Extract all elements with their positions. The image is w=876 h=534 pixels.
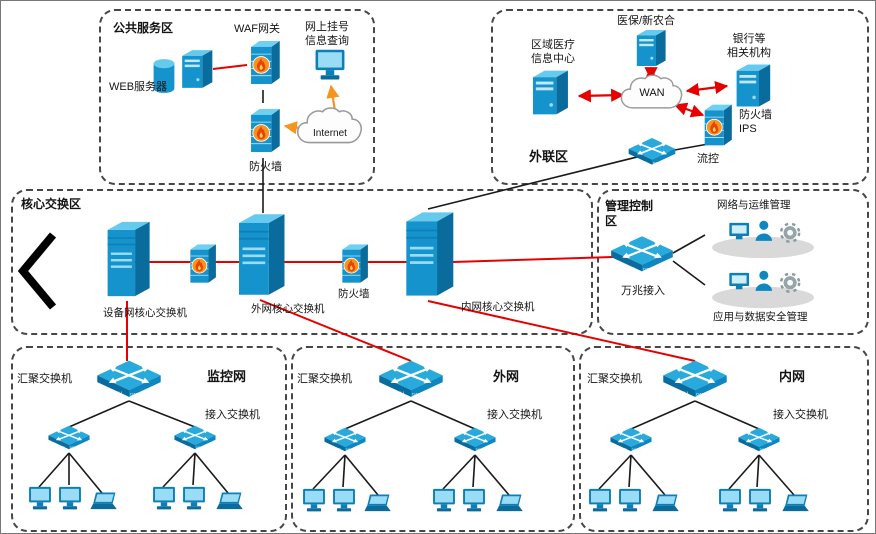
- pc-icon: [747, 487, 773, 514]
- flow-control-switch-icon: [627, 137, 677, 169]
- laptop-icon: [781, 493, 813, 514]
- monitor-access-switch-1-icon: [47, 425, 91, 453]
- mgmt-access-switch-icon: [609, 235, 675, 277]
- ips-firewall-icon: [699, 99, 733, 151]
- internet-label: Internet: [313, 128, 347, 139]
- bank-server-icon: [731, 61, 773, 110]
- bank-label-line2: 相关机构: [727, 46, 771, 59]
- regional-center-label: 区域医疗 信息中心: [531, 39, 575, 67]
- pc-icon: [431, 487, 457, 514]
- regional-server-icon: [527, 67, 571, 118]
- laptop-icon: [215, 491, 247, 512]
- pc-icon: [181, 485, 207, 512]
- insurance-server-icon: [632, 27, 668, 69]
- ext-core-switch-icon: [232, 209, 288, 300]
- pc-icon: [717, 487, 743, 514]
- extnet-agg-label: 汇聚交换机: [297, 373, 352, 385]
- back-chevron[interactable]: [13, 229, 61, 313]
- laptop-icon: [89, 491, 121, 512]
- laptop-icon: [495, 493, 527, 514]
- zone-title-mgmt: 管理控制 区: [605, 199, 653, 229]
- pc-icon: [27, 485, 53, 512]
- zone-public-service: [99, 9, 375, 185]
- pc-icon: [617, 487, 643, 514]
- pc-icon: [587, 487, 613, 514]
- core-firewall-label: 防火墙: [338, 288, 370, 300]
- zone-title-monitor: 监控网: [207, 369, 247, 384]
- intnet-access-switch-2-icon: [737, 427, 781, 455]
- pc-icon: [151, 485, 177, 512]
- core-firewall-2-icon: [337, 239, 369, 288]
- public-firewall-icon: [245, 103, 281, 158]
- extnet-access-label: 接入交换机: [487, 409, 542, 421]
- zone-title-mgmt-line1: 管理控制: [605, 199, 654, 213]
- zone-title-mgmt-line2: 区: [605, 214, 618, 228]
- intnet-access-label: 接入交换机: [773, 409, 828, 421]
- zone-title-external: 外联区: [529, 149, 569, 164]
- pc-icon: [461, 487, 487, 514]
- ext-core-label: 外网核心交换机: [251, 303, 325, 315]
- ips-label-line1: 防火墙: [739, 109, 772, 121]
- bank-label: 银行等 相关机构: [727, 33, 771, 61]
- online-query-label-line2: 信息查询: [305, 34, 349, 47]
- mgmt-access-label: 万兆接入: [621, 285, 665, 297]
- laptop-icon: [363, 493, 395, 514]
- zone-internal-network: [579, 346, 869, 532]
- waf-firewall-icon: [245, 35, 281, 90]
- insurance-label: 医保/新农合: [617, 15, 676, 27]
- web-server-icon: [177, 47, 215, 91]
- int-core-switch-icon: [399, 207, 457, 301]
- device-core-label: 设备网核心交换机: [103, 307, 187, 319]
- ops-label: 网络与运维管理: [717, 199, 791, 211]
- zone-title-core: 核心交换区: [21, 197, 82, 211]
- extnet-access-switch-1-icon: [323, 427, 367, 455]
- security-label: 应用与数据安全管理: [713, 311, 808, 323]
- intnet-agg-switch-icon: [661, 359, 729, 403]
- public-firewall-label: 防火墙: [249, 161, 282, 173]
- device-core-switch-icon: [101, 217, 153, 301]
- monitor-access-switch-2-icon: [173, 425, 217, 453]
- intnet-agg-label: 汇聚交换机: [587, 373, 642, 385]
- security-platform-icon: [701, 263, 825, 309]
- regional-center-label-line2: 信息中心: [531, 52, 575, 65]
- laptop-icon: [651, 493, 683, 514]
- ips-label: 防火墙 IPS: [739, 109, 772, 137]
- monitor-access-label: 接入交换机: [205, 409, 260, 421]
- monitor-agg-switch-icon: [95, 359, 163, 403]
- pc-icon: [331, 487, 357, 514]
- web-server-label: WEB服务器: [109, 81, 168, 93]
- flow-control-label: 流控: [697, 153, 719, 165]
- int-core-label: 内网核心交换机: [461, 301, 535, 313]
- monitor-agg-label: 汇聚交换机: [17, 373, 72, 385]
- extnet-agg-switch-icon: [377, 359, 445, 403]
- zone-title-intnet: 内网: [779, 369, 806, 384]
- online-query-label-line1: 网上挂号: [305, 21, 349, 33]
- ops-platform-icon: [701, 213, 825, 259]
- bank-label-line1: 银行等: [732, 33, 766, 45]
- online-query-label: 网上挂号 信息查询: [305, 21, 349, 49]
- regional-center-label-line1: 区域医疗: [531, 39, 575, 51]
- zone-monitor-network: [11, 346, 287, 532]
- ips-label-line2: IPS: [739, 122, 757, 135]
- query-pc-icon: [313, 47, 347, 83]
- intnet-access-switch-1-icon: [609, 427, 653, 455]
- wan-label: WAN: [639, 87, 665, 99]
- zone-title-extnet: 外网: [493, 369, 520, 384]
- core-firewall-1-icon: [185, 239, 217, 288]
- zone-external: [491, 9, 869, 185]
- pc-icon: [301, 487, 327, 514]
- zone-title-public: 公共服务区: [113, 21, 174, 35]
- waf-gateway-label: WAF网关: [234, 23, 281, 35]
- extnet-access-switch-2-icon: [453, 427, 497, 455]
- pc-icon: [57, 485, 83, 512]
